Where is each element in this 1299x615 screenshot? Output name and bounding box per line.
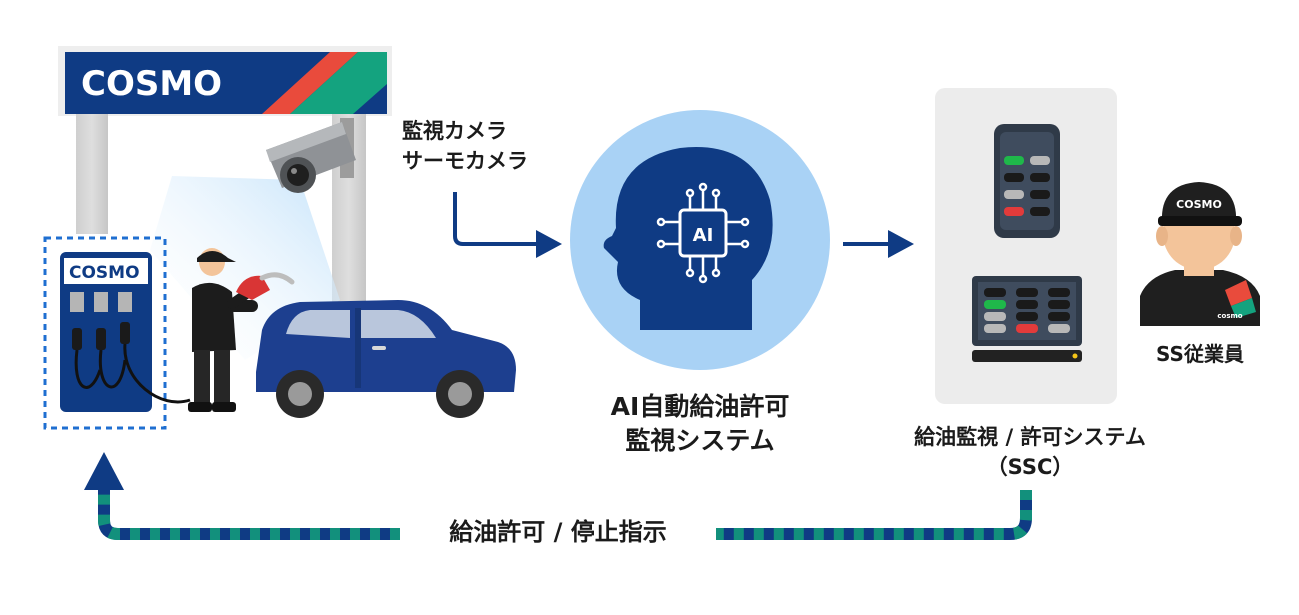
- canopy: COSMO: [58, 46, 392, 116]
- canopy-pillar-left: [76, 114, 108, 234]
- pump-brand: COSMO: [69, 263, 140, 283]
- canopy-green-stripe: [290, 52, 387, 114]
- camera-label: 監視カメラ サーモカメラ: [402, 116, 528, 176]
- ai-chip-label: AI: [693, 225, 714, 246]
- camera-label-line1: 監視カメラ: [402, 119, 507, 143]
- ai-head-icon: AI: [570, 110, 830, 370]
- security-camera-icon: [266, 118, 356, 193]
- arrow-ai-to-ssc-head: [888, 230, 914, 258]
- ssc-label: 給油監視 / 許可システム （SSC）: [880, 422, 1180, 482]
- ss-staff-avatar: COSMO cosmo: [1140, 182, 1260, 326]
- camera-label-line2: サーモカメラ: [402, 149, 528, 173]
- staff-cap-brand: COSMO: [1176, 198, 1222, 211]
- car: [256, 300, 516, 418]
- staff-shirt-brand: cosmo: [1217, 312, 1242, 320]
- arrow-camera-to-ai-head: [536, 230, 562, 258]
- arrow-camera-to-ai: [453, 192, 538, 246]
- feedback-label: 給油許可 / 停止指示: [449, 518, 667, 546]
- canopy-red-stripe: [262, 52, 358, 114]
- monitor-icon: [972, 276, 1082, 362]
- ai-system-title-line2: 監視システム: [625, 426, 775, 455]
- ai-system-title-line1: AI自動給油許可: [610, 392, 790, 421]
- ai-system-title: AI自動給油許可 監視システム: [575, 390, 825, 458]
- ssc-label-line2: （SSC）: [986, 455, 1074, 479]
- staff-label: SS従業員: [1156, 342, 1244, 366]
- feedback-loop-arrow: [84, 452, 1032, 540]
- smartphone-icon: [994, 124, 1060, 238]
- pump-highlight-frame: [43, 236, 167, 430]
- canopy-brand: COSMO: [81, 64, 222, 104]
- fuel-pump: COSMO: [60, 252, 191, 412]
- ssc-label-line1: 給油監視 / 許可システム: [914, 425, 1146, 449]
- fuel-nozzle-icon: [236, 272, 295, 300]
